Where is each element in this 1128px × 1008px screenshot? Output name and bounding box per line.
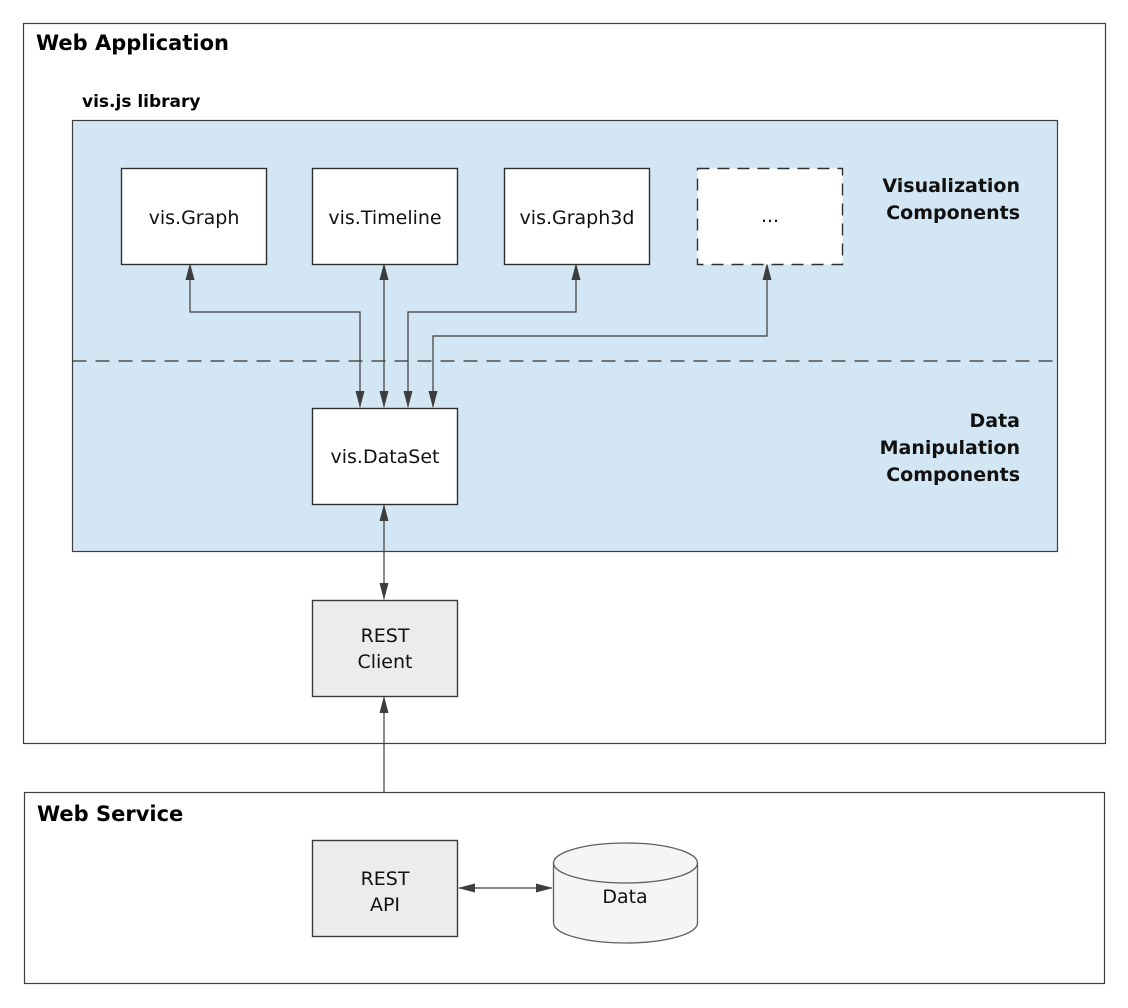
box-more-components-label: ... (761, 205, 779, 227)
box-vis-graph3d-label: vis.Graph3d (520, 207, 635, 229)
box-vis-graph3d (503, 167, 651, 266)
box-vis-dataset-label: vis.DataSet (330, 446, 439, 468)
box-rest-api-label-line2: API (370, 894, 400, 916)
box-rest-client-label-line1: REST (361, 625, 410, 647)
box-vis-graph-label: vis.Graph (149, 207, 240, 229)
box-rest-client-label-line2: Client (357, 651, 412, 673)
box-vis-timeline (311, 167, 459, 266)
data-manipulation-label-line1: Data (970, 410, 1021, 432)
database-label: Data (602, 886, 647, 908)
arrow-ellipsis-dataset (428, 263, 772, 408)
database-cylinder-body (552, 862, 699, 944)
box-rest-client (311, 599, 459, 698)
box-rest-api-label-line1: REST (361, 868, 410, 890)
visualization-components-label-line1: Visualization (882, 175, 1020, 197)
box-rest-api (311, 839, 459, 938)
visualization-components-label-line2: Components (886, 202, 1020, 224)
data-manipulation-label-line3: Components (886, 464, 1020, 486)
web-application-title: Web Application (36, 31, 229, 55)
box-vis-graph (120, 167, 268, 266)
data-manipulation-label-line2: Manipulation (880, 437, 1020, 459)
box-vis-timeline-label: vis.Timeline (328, 207, 441, 229)
visjs-library-label: vis.js library (82, 92, 201, 112)
box-more-components (696, 167, 844, 266)
arrow-graph-dataset (185, 263, 365, 408)
web-service-title: Web Service (37, 802, 183, 826)
database-cylinder-top (552, 842, 699, 884)
